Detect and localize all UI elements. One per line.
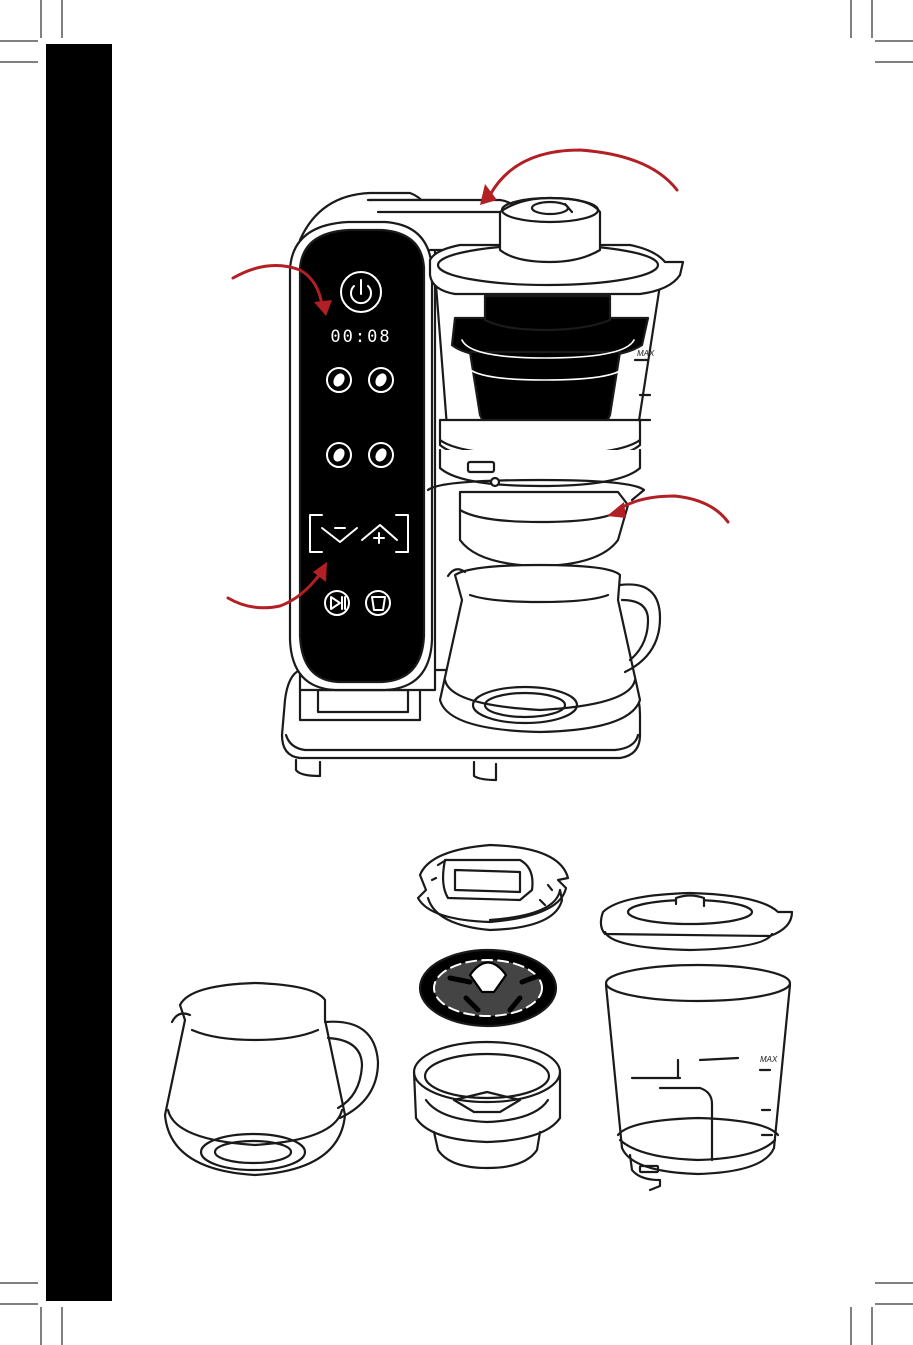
max-label-part: MAX: [760, 1055, 778, 1064]
